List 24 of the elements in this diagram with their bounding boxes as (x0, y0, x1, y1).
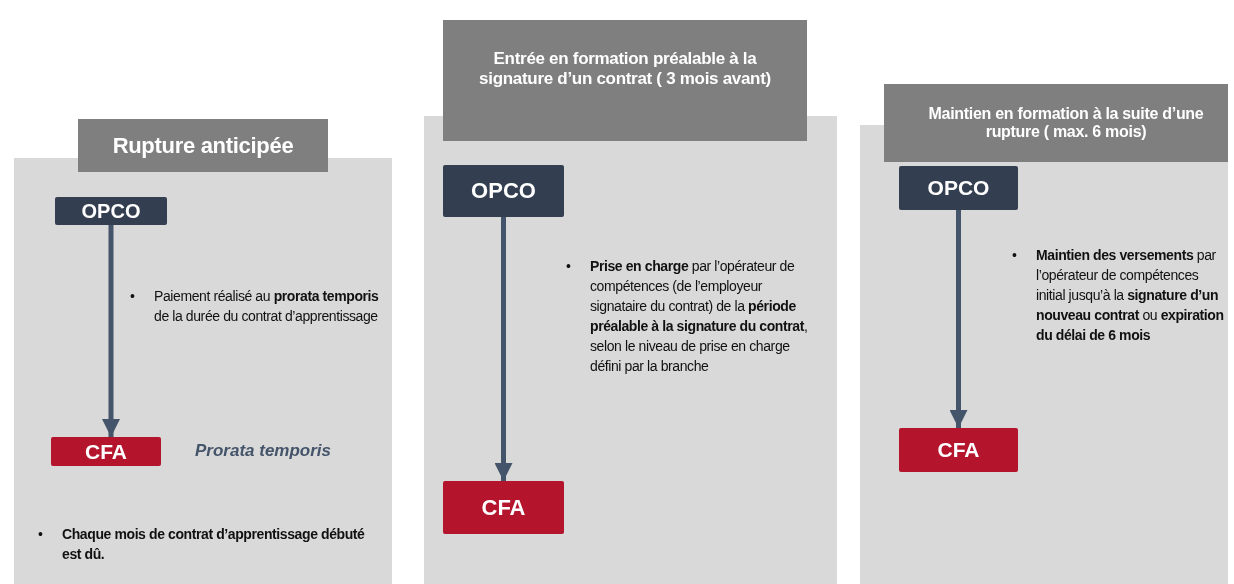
arrow (949, 210, 968, 428)
section-heading: Entrée en formation préalable à la signature d’un contrat ( 3 mois avant) (443, 20, 807, 141)
bullet-marker: • (1012, 246, 1017, 265)
bullet-text: Prise en charge par l’opérateur de compétences (de l’employeur signataire du contrat) de la période préalable à la signature du contrat, selon le niveau de prise en charge défini par la branche (590, 257, 809, 376)
section-heading: Rupture anticipée (78, 119, 328, 172)
bullet-text: Maintien des versements par l’opérateur de compétences initial jusqu’à la signature d’un nouveau contrat ou expiration du délai de 6 mois (1036, 246, 1224, 345)
cfa-box: CFA (443, 481, 564, 534)
bullet-marker: • (38, 525, 43, 544)
cfa-box: CFA (899, 428, 1018, 472)
arrow (102, 225, 120, 437)
bullet-text: Chaque mois de contrat d’apprentissage débuté est dû. (62, 525, 366, 564)
panel-card (860, 125, 1228, 584)
section-heading: Maintien en formation à la suite d’une rupture ( max. 6 mois) (884, 84, 1228, 162)
bullet-text: Paiement réalisé au prorata temporis de la durée du contrat d’apprentissage (154, 287, 379, 326)
opco-box: OPCO (443, 165, 564, 217)
bullet-marker: • (130, 287, 135, 306)
panel-card (14, 158, 392, 584)
opco-box: OPCO (899, 166, 1018, 210)
bullet-marker: • (566, 257, 571, 276)
side-note: Prorata temporis (195, 441, 332, 461)
opco-box: OPCO (55, 197, 167, 225)
cfa-box: CFA (51, 437, 161, 466)
arrow (494, 217, 513, 481)
panel-card (424, 116, 837, 584)
